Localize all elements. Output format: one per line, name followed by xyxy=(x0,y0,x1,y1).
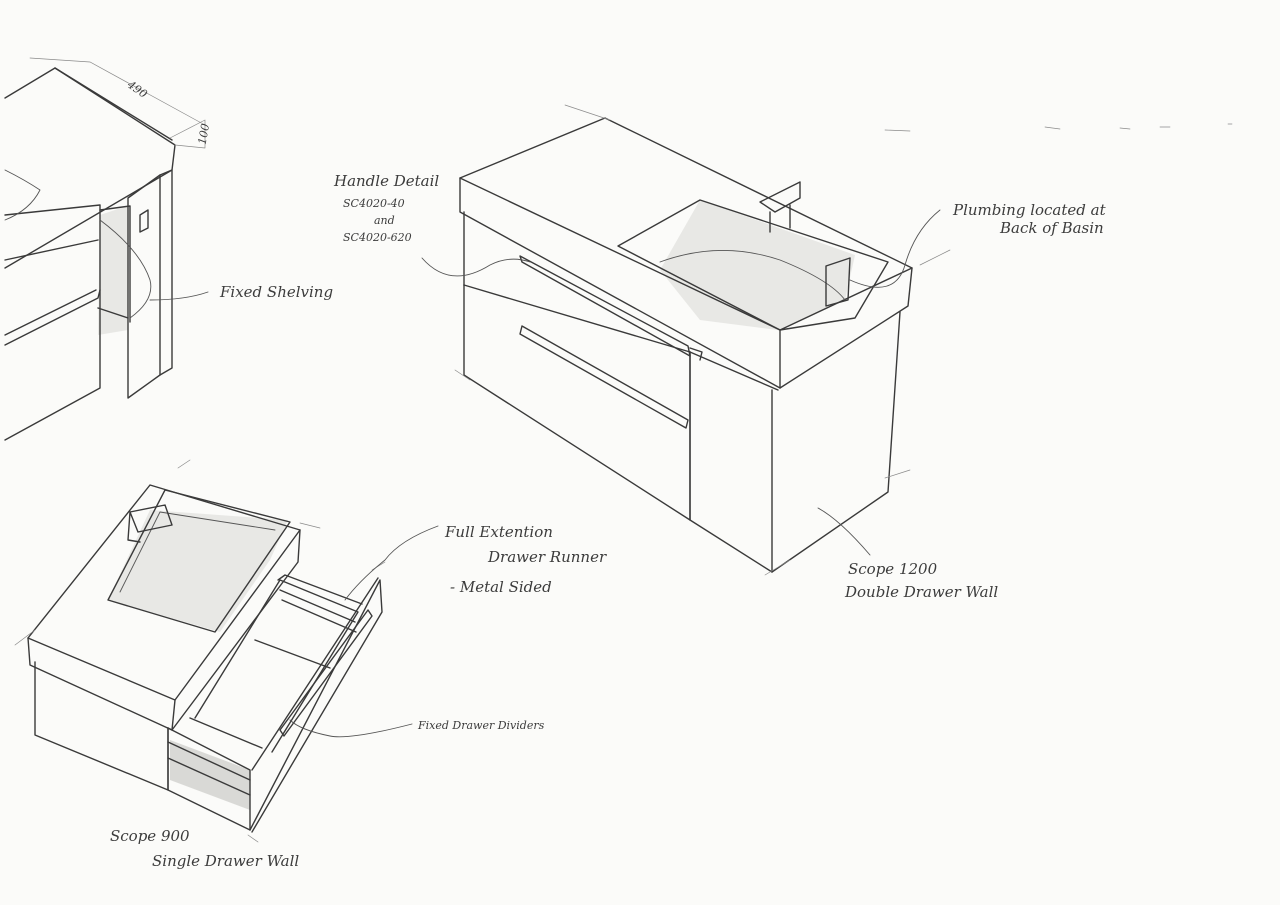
handle-code-2: SC4020-620 xyxy=(343,231,412,244)
handle-code-1: SC4020-40 xyxy=(343,197,405,210)
fixed-shelving-note: Fixed Shelving xyxy=(219,283,333,301)
handle-detail-leader xyxy=(421,257,531,277)
handle-code-and: and xyxy=(374,214,395,227)
scope-900-title: Scope 900 xyxy=(110,827,190,845)
scope-900-subtitle: Single Drawer Wall xyxy=(152,852,299,870)
partial-cabinet-view: 490 100 xyxy=(4,57,212,441)
leader-lines xyxy=(149,209,941,738)
fixed-shelving-leader xyxy=(149,291,209,301)
scope-1200-cabinet xyxy=(454,104,951,576)
plumbing-leader xyxy=(849,209,941,288)
height-dimension-label: 100 xyxy=(196,123,212,146)
scope-1200-leader xyxy=(817,507,871,556)
scope-900-cabinet xyxy=(14,459,386,843)
handle-detail-title: Handle Detail xyxy=(333,172,439,190)
metal-sided-note: - Metal Sided xyxy=(450,578,552,596)
annotations: Handle Detail SC4020-40 and SC4020-620 P… xyxy=(110,172,1107,870)
width-dimension-label: 490 xyxy=(124,78,149,101)
full-extension-note-line2: Drawer Runner xyxy=(487,548,607,566)
scope-1200-subtitle: Double Drawer Wall xyxy=(844,583,998,601)
plumbing-note-line2: Back of Basin xyxy=(999,219,1104,237)
full-extension-note-line1: Full Extention xyxy=(444,523,553,541)
drawer-dividers-leader xyxy=(289,719,413,738)
fixed-dividers-note: Fixed Drawer Dividers xyxy=(417,719,545,732)
drawer-runner-leader xyxy=(344,525,439,601)
plumbing-note-line1: Plumbing located at xyxy=(952,201,1107,219)
stray-pencil-marks xyxy=(884,123,1233,132)
scope-1200-title: Scope 1200 xyxy=(848,560,938,578)
